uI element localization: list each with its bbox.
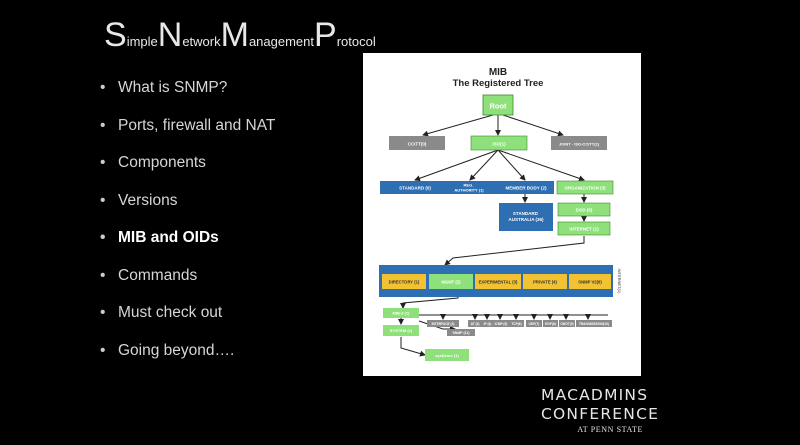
reg-authority-line1: REG. [464, 183, 474, 188]
transmission-label: TRANSMISSION(10) [579, 322, 609, 326]
reg-authority-line2: AUTHORITY (1) [454, 188, 484, 193]
agenda-item: Must check out [98, 303, 275, 341]
snmpv2-node [569, 274, 611, 289]
icmp-label: ICMP (5) [495, 322, 508, 326]
agenda-item: Commands [98, 266, 275, 304]
internet-side-label: INTERNET(1) [617, 269, 622, 295]
iso-label: ISO(1) [492, 142, 506, 147]
joint-node [551, 136, 607, 150]
title-word-simple: imple [126, 34, 158, 49]
title-word-network: etwork [182, 34, 221, 49]
snmp-node [447, 329, 475, 336]
standard-australia-node [499, 203, 553, 231]
organization-label: ORGANIZATION (3) [564, 186, 606, 191]
agenda-item: Going beyond…. [98, 341, 275, 379]
standard-australia-line1: STANDARD [513, 211, 539, 216]
cmot-label: CMOT(9) [560, 322, 573, 326]
sysdescr-label: sysDescr (1) [435, 353, 459, 358]
slide-title: SimpleNetworkManagementProtocol [104, 16, 376, 55]
root-label: Root [489, 102, 507, 111]
mib-title: MIB [489, 67, 507, 78]
title-word-protocol: rotocol [336, 34, 376, 49]
member-body-label: MEMBER BODY (2) [506, 186, 547, 191]
conference-logo: MACADMINS CONFERENCE AT PENN STATE [541, 386, 659, 434]
title-word-management: anagement [248, 34, 315, 49]
brand-line1: MACADMINS [541, 386, 649, 404]
interface-label: INTERFACE (2) [432, 322, 455, 326]
mib2-label: MIB-2 (1) [393, 311, 411, 316]
mgmt-label: MGMT (2) [441, 280, 461, 285]
mib2-children: INTERFACE (2) AT (3) IP (4) ICMP (5) TCP… [427, 320, 612, 327]
system-node [383, 325, 419, 336]
agenda-item: Components [98, 153, 275, 191]
title-initial-p: P [314, 16, 337, 54]
mib-subtitle: The Registered Tree [453, 78, 544, 89]
directory-node [382, 274, 426, 289]
snmpv2-label: SNMP V2(6) [578, 280, 602, 285]
ccitt-node [389, 136, 445, 150]
interface-node [427, 320, 459, 327]
root-node [482, 94, 514, 116]
snmp-label: SNMP (11) [452, 331, 469, 335]
internet-label: INTERNET (1) [569, 227, 599, 232]
agenda-item: Ports, firewall and NAT [98, 116, 275, 154]
transmission-node [576, 320, 612, 327]
private-label: PRIVATE (4) [533, 280, 557, 285]
at-node [468, 320, 482, 327]
agenda-item-current: MIB and OIDs [98, 228, 275, 266]
ccitt-label: CCITT(0) [408, 142, 427, 147]
standard-node [380, 181, 450, 194]
agenda-list: What is SNMP? Ports, firewall and NAT Co… [98, 78, 275, 378]
experimental-label: EXPERIMENTAL (3) [479, 280, 518, 285]
tcp-node [509, 320, 524, 327]
udp-node [526, 320, 542, 327]
ip-label: IP (4) [484, 322, 492, 326]
brand-line3: AT PENN STATE [577, 425, 643, 434]
icmp-node [493, 320, 509, 327]
standard-australia-line2: AUSTRALIA (36) [508, 217, 544, 222]
dod-label: DOD (6) [576, 208, 593, 213]
udp-label: UDP(7) [529, 322, 540, 326]
organization-node [556, 180, 614, 195]
egp-label: EGP(8) [545, 322, 556, 326]
directory-label: DIRECTORY (1) [389, 280, 420, 285]
system-label: SYSTEM (1) [390, 328, 413, 333]
title-initial-n: N [157, 16, 183, 54]
at-label: AT (3) [471, 322, 480, 326]
private-node [523, 274, 567, 289]
brand-line2: CONFERENCE [541, 405, 660, 423]
reg-authority-label: REG. AUTHORITY (1) [454, 183, 484, 193]
egp-node [543, 320, 558, 327]
internet-node [557, 221, 611, 236]
title-initial-m: M [220, 16, 249, 54]
title-initial-s: S [104, 16, 127, 54]
experimental-node [475, 274, 521, 289]
tcp-label: TCP(6) [511, 322, 521, 326]
member-body-node [498, 181, 554, 194]
joint-label: JOINT - ISO-CCITT(2) [559, 142, 600, 147]
mgmt-node [429, 274, 473, 289]
reg-authority-node [439, 181, 499, 194]
standard-label: STANDARD (0) [399, 186, 431, 191]
cmot-node [559, 320, 575, 327]
agenda-item: Versions [98, 191, 275, 229]
sysdescr-node [425, 349, 469, 361]
mib-tree-diagram: MIB The Registered Tree Root CCITT(0) IS [363, 53, 641, 376]
agenda-item: What is SNMP? [98, 78, 275, 116]
standard-australia-label: STANDARD AUSTRALIA (36) [508, 211, 544, 222]
ip-node [481, 320, 494, 327]
iso-node [470, 135, 528, 151]
mib2-node [383, 308, 419, 318]
dod-node [557, 202, 611, 217]
